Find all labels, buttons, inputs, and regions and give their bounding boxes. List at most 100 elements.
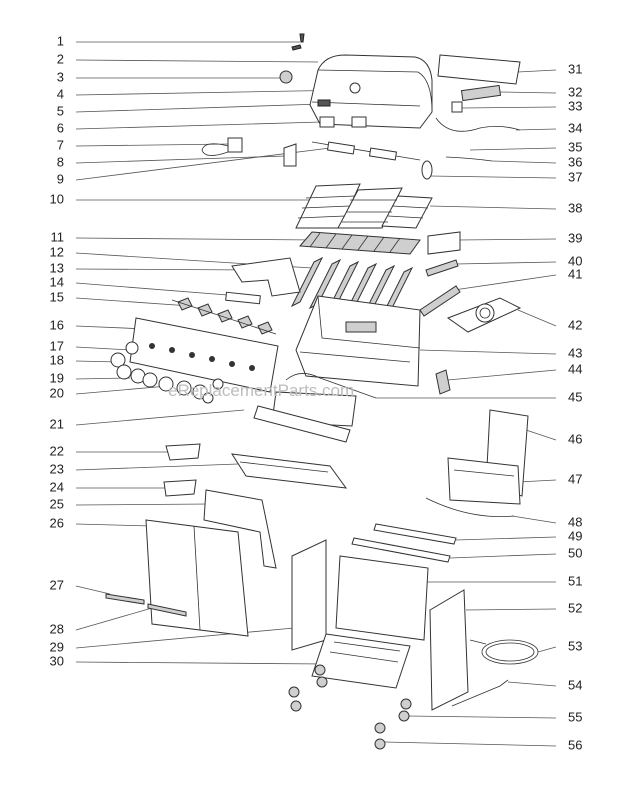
callout-46: 46 (568, 431, 582, 446)
callout-11: 11 (51, 229, 65, 244)
part-bracket (283, 143, 297, 167)
leader-line-54 (507, 681, 557, 687)
leader-line-34 (515, 128, 557, 131)
part-flavorizer-bars (298, 231, 421, 255)
callout-50: 50 (568, 545, 582, 560)
leader-line-49 (455, 536, 557, 541)
part-screws (291, 33, 305, 51)
callout-19: 19 (50, 370, 64, 385)
leader-line-30 (75, 661, 327, 665)
callout-49: 49 (568, 528, 582, 543)
leader-line-36 (491, 160, 557, 164)
part-knobs (110, 341, 224, 404)
callout-35: 35 (568, 139, 582, 154)
watermark: eReplacementParts.com (168, 381, 354, 400)
leader-line-15 (75, 297, 191, 307)
part-44 (435, 369, 451, 395)
part-heat-deflector (231, 257, 301, 297)
part-side-burner (446, 297, 522, 333)
leader-line-13 (75, 268, 257, 271)
part-coiled-hose (469, 639, 539, 665)
callout-48: 48 (568, 514, 582, 529)
leader-line-37 (429, 175, 557, 179)
part-doors (145, 519, 249, 637)
leader-line-7 (75, 143, 231, 147)
leader-line-40 (455, 261, 557, 265)
part-wire (435, 117, 521, 132)
callout-5: 5 (57, 103, 64, 118)
callout-31: 31 (568, 61, 582, 76)
leader-line-5 (75, 103, 323, 113)
callout-36: 36 (568, 154, 582, 169)
callout-18: 18 (50, 352, 64, 367)
leader-line-11 (75, 237, 319, 241)
part-drip-pan (231, 453, 348, 489)
leader-line-23 (75, 463, 239, 471)
callout-24: 24 (50, 479, 64, 494)
part-side-panel-right (429, 589, 469, 711)
leader-line-27 (75, 585, 111, 595)
leader-line-21 (75, 409, 245, 426)
part-tray-22 (165, 443, 201, 461)
leader-line-17 (75, 346, 131, 351)
callout-39: 39 (568, 230, 582, 245)
part-rail-49 (373, 523, 457, 545)
callout-14: 14 (50, 274, 64, 289)
callout-32: 32 (568, 84, 582, 99)
part-bottom-panel (311, 633, 411, 689)
callout-43: 43 (568, 345, 582, 360)
part-manifold (285, 373, 377, 399)
part-tube-41 (419, 285, 461, 317)
callout-27: 27 (50, 577, 64, 592)
callout-15: 15 (50, 289, 64, 304)
callout-33: 33 (568, 98, 582, 113)
callout-13: 13 (50, 260, 64, 275)
part-thermometer (279, 70, 293, 84)
leader-line-33 (461, 106, 557, 109)
part-handle-27 (105, 593, 145, 605)
callout-34: 34 (568, 120, 582, 135)
callout-3: 3 (57, 69, 64, 84)
part-igniter (201, 137, 243, 156)
part-handle-28 (147, 603, 187, 617)
part-rail-50 (351, 537, 451, 563)
callout-41: 41 (568, 266, 582, 281)
part-small-block (451, 101, 463, 113)
leader-line-6 (75, 121, 323, 130)
leader-line-44 (447, 369, 557, 381)
part-igniter-wire (445, 156, 493, 162)
callout-53: 53 (568, 638, 582, 653)
callout-20: 20 (50, 385, 64, 400)
part-tray-24 (163, 479, 197, 497)
leader-line-43 (419, 349, 557, 355)
leader-line-26 (75, 523, 153, 527)
callout-45: 45 (568, 389, 582, 404)
part-tube-40 (425, 259, 459, 277)
part-rotisserie (311, 141, 433, 180)
callout-23: 23 (50, 461, 64, 476)
leader-line-46 (525, 429, 557, 441)
callout-12: 12 (50, 244, 64, 259)
leader-line-4 (75, 89, 353, 96)
callout-44: 44 (568, 361, 582, 376)
part-side-burner-box (447, 457, 521, 505)
leader-line-41 (453, 274, 557, 291)
callout-22: 22 (50, 443, 64, 458)
leader-line-53 (537, 646, 557, 653)
leader-line-14 (75, 282, 241, 297)
callout-47: 47 (568, 471, 582, 486)
part-lid (309, 54, 433, 129)
part-side-burner-box-line (453, 469, 515, 477)
leader-line-35 (469, 147, 557, 151)
part-valves (171, 297, 277, 335)
leader-line-28 (75, 607, 153, 631)
callout-52: 52 (568, 600, 582, 615)
callout-30: 30 (50, 653, 64, 668)
callout-6: 6 (57, 120, 64, 135)
part-39 (427, 231, 461, 255)
leader-line-50 (449, 553, 557, 559)
leader-line-31 (517, 69, 557, 73)
part-cooking-grates (295, 183, 433, 229)
leader-line-2 (75, 59, 319, 63)
